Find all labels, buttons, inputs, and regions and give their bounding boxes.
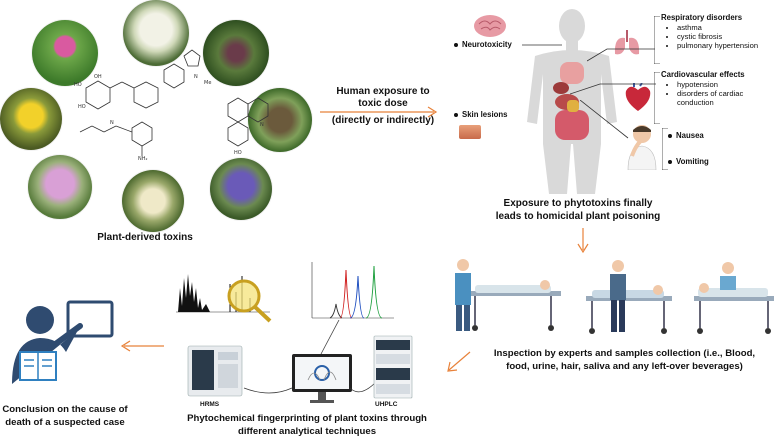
cardiovascular-title: Cardiovascular effects <box>661 70 745 79</box>
inspection-to-fingerprint-arrow <box>447 351 471 372</box>
plant-photo-dark-berries <box>203 20 269 86</box>
connector-neuro <box>522 44 562 46</box>
exposure-label-line2: toxic dose <box>358 98 408 109</box>
fingerprint-line2: different analytical techniques <box>237 426 377 437</box>
chemical-structures: HO OH HO N Me HO N NH₂ N <box>74 49 269 160</box>
hrms-label: HRMS <box>200 401 220 408</box>
vomiting-label: Vomiting <box>668 157 709 167</box>
outcome-line1: Exposure to phytotoxins finally <box>503 198 653 209</box>
uhplc-instrument <box>373 335 413 399</box>
connector-cardio <box>570 83 656 95</box>
respiratory-item: asthma <box>677 23 777 32</box>
respiratory-title: Respiratory disorders <box>661 13 743 22</box>
respiratory-list: asthma cystic fibrosis pulmonary hyperte… <box>665 23 777 50</box>
cardiovascular-panel: Cardiovascular effects hypotension disor… <box>661 70 777 107</box>
skin-sample-icon <box>459 125 481 139</box>
fingerprint-line1: Phytochemical fingerprinting of plant to… <box>187 413 427 424</box>
cardiovascular-list: hypotension disorders of cardiac conduct… <box>665 80 777 107</box>
nauseous-person-icon <box>627 125 657 170</box>
connector-nausea <box>580 100 629 139</box>
plant-photo-cream-flower <box>122 170 184 232</box>
plants-caption: Plant-derived toxins <box>97 232 193 243</box>
vomiting-text: Vomiting <box>676 157 709 166</box>
svg-text:HO: HO <box>74 82 82 88</box>
plant-photo-white-umbel <box>123 0 189 66</box>
skin-lesions-text: Skin lesions <box>462 110 508 119</box>
svg-text:N: N <box>260 122 264 128</box>
svg-text:N: N <box>110 120 114 126</box>
bracket-cardio <box>654 72 660 124</box>
respiratory-item: cystic fibrosis <box>677 32 777 41</box>
cardiovascular-item: hypotension <box>677 80 777 89</box>
respiratory-panel: Respiratory disorders asthma cystic fibr… <box>661 13 777 50</box>
fingerprint-to-conclusion-arrow <box>120 340 164 352</box>
plant-photo-purple-flower <box>210 158 272 220</box>
chromatogram-plot <box>311 262 394 319</box>
svg-text:Me: Me <box>204 80 211 86</box>
svg-text:N: N <box>194 74 198 80</box>
svg-text:HO: HO <box>234 150 242 156</box>
exposure-arrow <box>320 106 438 118</box>
magnifier-connector <box>320 320 340 355</box>
hrms-instrument <box>187 345 243 397</box>
conclusion-line2: death of a suspected case <box>5 417 125 428</box>
svg-text:OH: OH <box>94 74 102 80</box>
exposure-label-line3: (directly or indirectly) <box>331 115 435 126</box>
svg-text:NH₂: NH₂ <box>138 156 148 160</box>
instrument-cable <box>243 381 377 394</box>
svg-text:HO: HO <box>78 104 86 110</box>
outcome-down-arrow <box>577 228 589 254</box>
neurotoxicity-label: Neurotoxicity <box>454 40 512 50</box>
uhplc-label: UHPLC <box>375 401 398 408</box>
outcome-line2: leads to homicidal plant poisoning <box>495 211 661 222</box>
plant-photo-pink-flower <box>32 20 98 86</box>
respiratory-item: pulmonary hypertension <box>677 41 777 50</box>
plant-photo-yellow-flower <box>0 88 62 150</box>
exposure-label-line1: Human exposure to <box>336 86 430 97</box>
computer-monitor <box>292 354 352 403</box>
inspection-line2: food, urine, hair, saliva and any left-o… <box>506 361 743 372</box>
cardiovascular-item: disorders of cardiac <box>677 89 777 98</box>
connector-respiratory <box>587 48 655 62</box>
expert-conclusion-icon <box>12 300 114 384</box>
inspection-scene-2 <box>586 260 672 334</box>
cardiovascular-item: conduction <box>677 98 714 107</box>
lungs-icon <box>614 30 640 55</box>
magnifier-icon <box>227 279 272 323</box>
neurotoxicity-text: Neurotoxicity <box>462 40 512 49</box>
conclusion-line1: Conclusion on the cause of <box>2 404 128 415</box>
plant-photo-lilac-flower <box>28 155 92 219</box>
heart-icon <box>625 83 651 111</box>
bracket-respiratory <box>654 16 660 64</box>
inspection-scene-1 <box>455 259 561 331</box>
skin-lesions-label: Skin lesions <box>454 110 508 120</box>
inspection-scene-3 <box>694 262 774 334</box>
inspection-line1: Inspection by experts and samples collec… <box>493 348 756 359</box>
nausea-text: Nausea <box>676 131 704 140</box>
brain-icon <box>474 15 506 37</box>
nausea-label: Nausea <box>668 131 704 141</box>
